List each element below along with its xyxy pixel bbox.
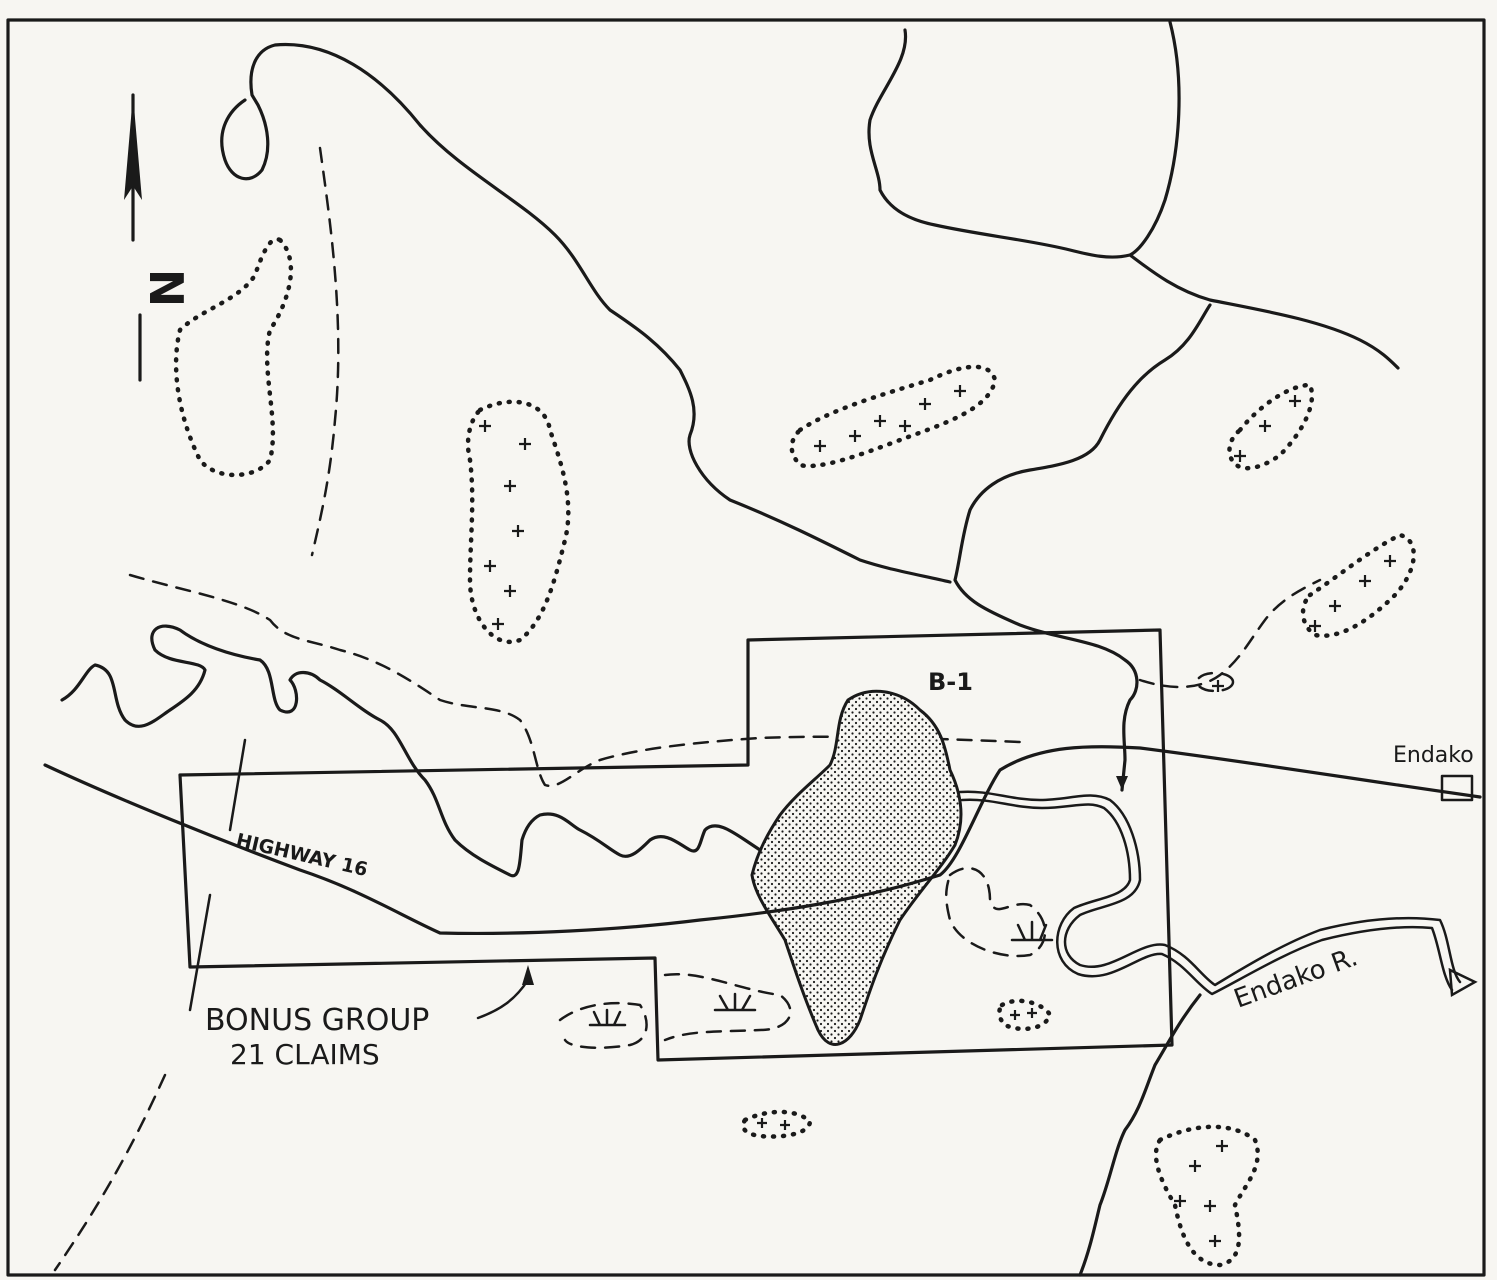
outcrop-area-6 [1153,1124,1260,1268]
creek-upper-1 [867,28,1132,259]
lake-shoreline [220,42,952,584]
west-shoreline [60,624,762,878]
group-leader-line [476,978,530,1020]
ore-body [750,689,963,1046]
outcrop-area-4 [1227,382,1315,471]
fault-line-south [53,1073,167,1272]
swamp-outline-3 [558,1001,648,1049]
creek-main [953,303,1212,792]
fault-line-west [310,146,340,557]
creek-east-dashed [1138,578,1322,689]
highway-label: HIGHWAY 16 [234,829,370,881]
fault-tick-2 [188,893,212,1012]
outcrop-area-8 [997,998,1053,1032]
outcrop-area-9 [1195,671,1235,693]
swamp-symbol-icon [588,920,1054,1027]
town-label: Endako [1393,743,1474,768]
north-label: N [139,269,193,308]
claim-block-label: B-1 [928,668,973,696]
square-town-icon [1440,774,1474,802]
outcrop-area-7 [740,1109,813,1139]
outcrop-cross-icon [479,385,1396,1247]
outcrop-area-5 [1300,532,1416,639]
creek-upper-2 [1128,20,1400,370]
map-border [6,18,1486,1277]
outcrop-area-1 [173,237,294,478]
group-label-line2: 21 CLAIMS [230,1038,380,1071]
outcrop-area-3 [789,364,998,469]
highway-16 [43,745,1482,936]
creek-south [1078,993,1202,1277]
outcrop-area-2 [465,399,571,645]
river-label: Endako R. [1230,942,1362,1014]
fault-tick-1 [228,738,247,832]
group-label-line1: BONUS GROUP [205,1003,429,1038]
north-arrow-icon [124,93,142,382]
swamp-outline-1 [945,866,1047,958]
endako-river [958,790,1478,998]
swamp-outline-2 [663,972,792,1042]
claim-boundary [178,628,1174,1062]
